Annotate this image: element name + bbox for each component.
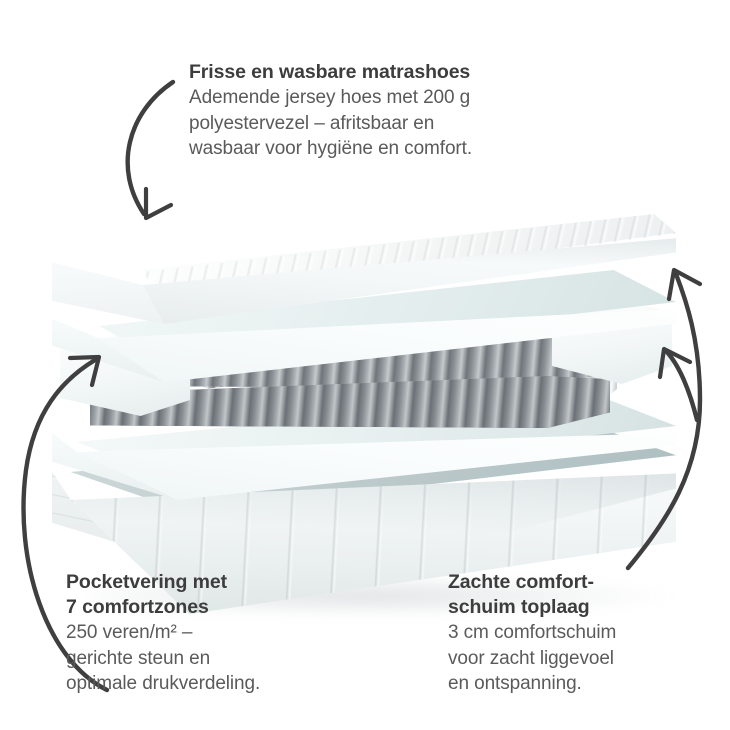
callout-cover-title: Frisse en wasbare matrashoes	[189, 61, 471, 83]
callout-cover-body: Ademende jersey hoes met 200 g polyester…	[189, 87, 473, 159]
callout-cover: Frisse en wasbare matrashoes Ademende je…	[189, 60, 559, 162]
callout-springs-body: 250 veren/m² – gerichte steun en optimal…	[66, 622, 261, 694]
mattress-layer-cover	[52, 214, 676, 324]
callout-foam-body: 3 cm comfortschuim voor zacht liggevoel …	[448, 622, 617, 694]
callout-springs-title: Pocketvering met 7 comfortzones	[66, 571, 227, 618]
callout-foam-title: Zachte comfort- schuim toplaag	[448, 571, 594, 618]
callout-springs: Pocketvering met 7 comfortzones 250 vere…	[66, 570, 386, 697]
callout-foam: Zachte comfort- schuim toplaag 3 cm comf…	[448, 570, 698, 697]
